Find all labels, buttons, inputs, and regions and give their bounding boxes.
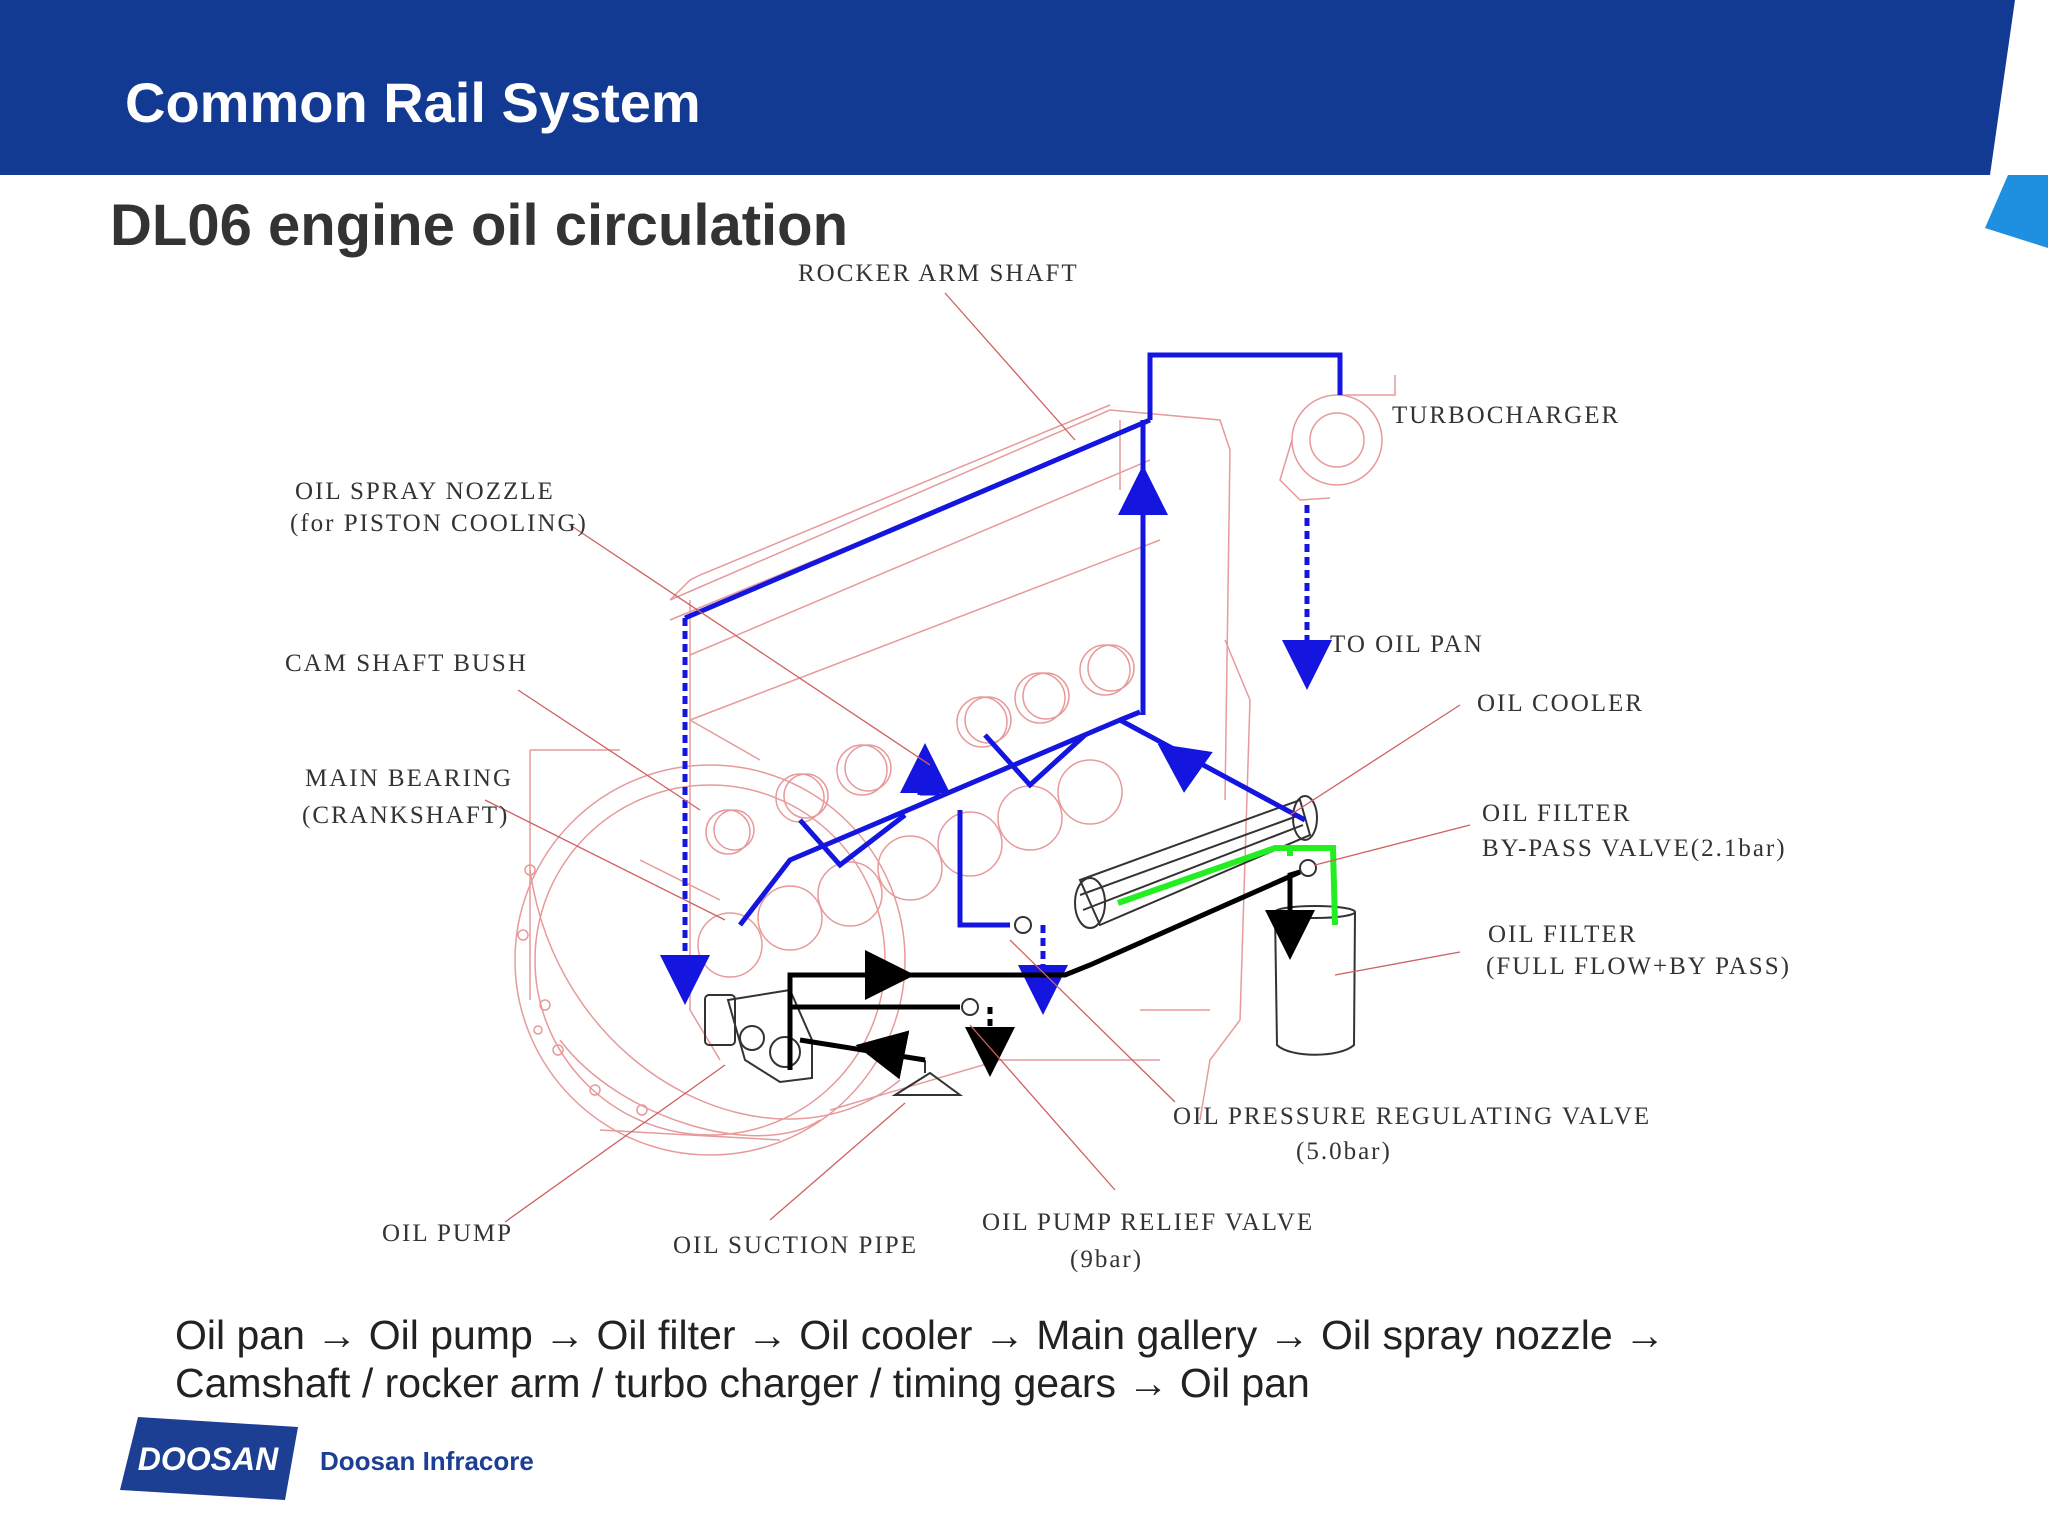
label-oil-pump: OIL PUMP — [382, 1220, 513, 1247]
oil-filter-canister — [1274, 905, 1356, 1056]
label-oil-spray-nozzle-detail: (for PISTON COOLING) — [290, 510, 588, 537]
label-oil-filter: OIL FILTER — [1488, 921, 1637, 948]
main-gallery-lines — [660, 352, 1343, 1015]
label-oil-filter-detail: (FULL FLOW+BY PASS) — [1486, 953, 1791, 980]
logo-text: DOOSAN — [138, 1441, 279, 1477]
label-rocker-arm-shaft: ROCKER ARM SHAFT — [798, 260, 1079, 287]
leader-lines — [484, 292, 1471, 1223]
label-main-bearing: MAIN BEARING — [305, 765, 513, 792]
suction-strainer — [891, 1060, 964, 1096]
oil-circulation-diagram: ROCKER ARM SHAFT TURBOCHARGER OIL SPRAY … — [285, 260, 1791, 1273]
label-to-oil-pan: TO OIL PAN — [1330, 631, 1484, 658]
label-main-bearing-detail: (CRANKSHAFT) — [302, 802, 509, 829]
label-bypass-valve: OIL FILTER — [1482, 800, 1631, 827]
slide-subtitle: DL06 engine oil circulation — [110, 193, 849, 258]
label-oil-spray-nozzle: OIL SPRAY NOZZLE — [295, 478, 555, 505]
oil-cooler-unit — [1074, 795, 1318, 929]
label-regulating-valve: OIL PRESSURE REGULATING VALVE — [1173, 1103, 1651, 1130]
header-bar — [0, 0, 2048, 175]
suction-and-pressure-lines — [787, 869, 1315, 1080]
label-cam-shaft-bush: CAM SHAFT BUSH — [285, 650, 528, 677]
label-relief-valve: OIL PUMP RELIEF VALVE — [982, 1209, 1314, 1236]
bypass-line — [1117, 845, 1338, 926]
flow-description-line-1: Oil pan → Oil pump → Oil filter → Oil co… — [175, 1312, 1666, 1358]
label-relief-valve-detail: (9bar) — [1070, 1246, 1143, 1273]
corner-accent — [1985, 0, 2048, 248]
label-regulating-valve-detail: (5.0bar) — [1296, 1138, 1392, 1165]
engine-outline — [514, 375, 1396, 1156]
label-oil-suction-pipe: OIL SUCTION PIPE — [673, 1232, 918, 1259]
label-turbocharger: TURBOCHARGER — [1392, 402, 1620, 429]
flow-description-line-2: Camshaft / rocker arm / turbo charger / … — [175, 1360, 1310, 1406]
label-oil-cooler: OIL COOLER — [1477, 690, 1644, 717]
header-title: Common Rail System — [125, 71, 701, 134]
company-name: Doosan Infracore — [320, 1446, 534, 1476]
label-bypass-valve-detail: BY-PASS VALVE(2.1bar) — [1482, 835, 1787, 862]
doosan-logo: DOOSAN — [120, 1417, 298, 1500]
